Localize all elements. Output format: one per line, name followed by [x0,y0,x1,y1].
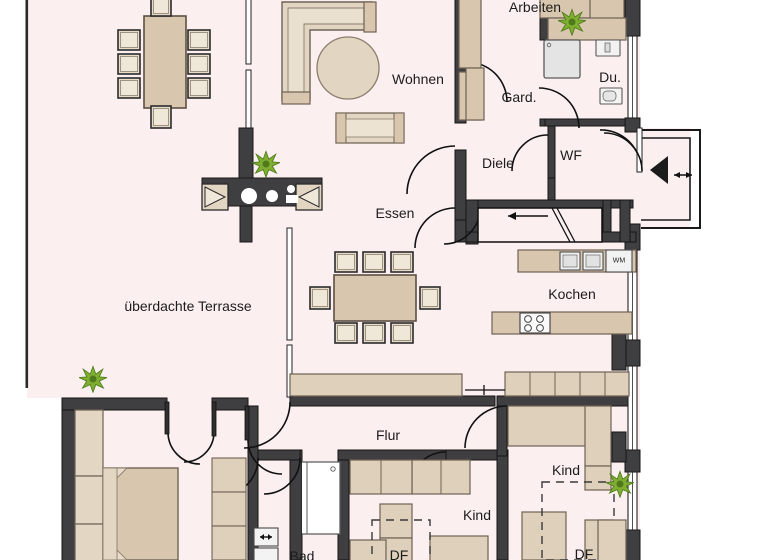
shower-room-fixtures [543,39,623,105]
plant-icon-terrace-grill [252,150,280,178]
terrace-dining-set [117,0,211,129]
washing-machine-icon [605,249,633,273]
cooktop-icon [519,312,551,334]
dimension-arrow [674,172,692,178]
bathroom-fixtures [253,461,341,560]
staircase [477,207,603,243]
living-room-furniture [281,1,405,144]
roof-area-outline-left [371,519,431,560]
roof-area-outline [541,481,615,560]
kind-room-left-furniture [349,459,431,560]
plant-icon-arbeiten [558,8,586,36]
stair-direction-arrow [508,212,548,220]
flur-storage [289,371,630,397]
entry-direction-arrow [650,156,668,184]
plant-icon-kind [606,470,634,498]
kitchen-furniture [491,249,637,335]
kind-room-mid-furniture [379,459,489,560]
garderobe-closet [465,67,485,121]
dining-set-interior [309,251,441,344]
se-cabinets [597,519,627,560]
bedroom-furniture [74,409,247,560]
plant-icon-terrace-left [79,365,107,393]
outdoor-kitchen-grill [201,127,323,243]
entrance-vestibule [599,127,701,229]
